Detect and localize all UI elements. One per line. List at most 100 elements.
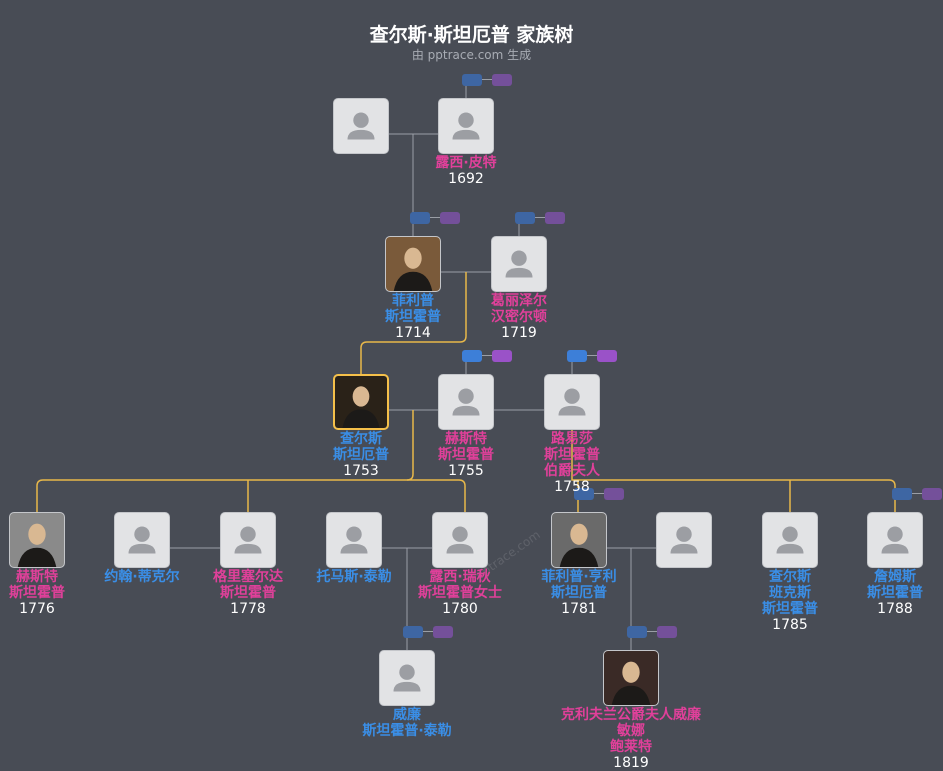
- person-photo[interactable]: [544, 374, 600, 430]
- expand-father-toggle[interactable]: [410, 212, 430, 224]
- person-name-line: 班克斯: [769, 585, 811, 601]
- person-birth-year: 1785: [772, 617, 808, 633]
- person-name-line: 菲利普: [392, 293, 434, 309]
- person-photo[interactable]: [385, 236, 441, 292]
- person-photo[interactable]: [656, 512, 712, 568]
- expand-father-toggle[interactable]: [462, 350, 482, 362]
- person-name-line: 露西·瑞秋: [429, 569, 491, 585]
- person-name-line: 詹姆斯: [874, 569, 916, 585]
- page-subtitle: 由 pptrace.com 生成: [411, 48, 532, 62]
- expand-father-toggle[interactable]: [574, 488, 594, 500]
- person-photo[interactable]: [333, 374, 389, 430]
- portrait-image: [335, 376, 387, 428]
- person-name-line: 赫斯特: [16, 569, 58, 585]
- person-name-line: 约翰·蒂克尔: [104, 569, 180, 585]
- expand-father-toggle[interactable]: [627, 626, 647, 638]
- expand-father-toggle[interactable]: [892, 488, 912, 500]
- person-name-line: 斯坦霍普: [762, 601, 818, 617]
- expand-mother-toggle[interactable]: [433, 626, 453, 638]
- person-name-line: 鲍莱特: [610, 739, 652, 755]
- person-birth-year: 1788: [877, 601, 913, 617]
- person-name: 托马斯·泰勒: [279, 569, 429, 585]
- person-placeholder-icon: [670, 526, 698, 554]
- person-name-line: 斯坦霍普: [9, 585, 65, 601]
- expand-father-toggle[interactable]: [515, 212, 535, 224]
- person-name-line: 斯坦霍普女士: [418, 585, 502, 601]
- expand-mother-toggle[interactable]: [922, 488, 942, 500]
- person-name-line: 斯坦霍普: [544, 447, 600, 463]
- portrait-image: [604, 651, 658, 705]
- person-name: 威廉斯坦霍普·泰勒: [332, 707, 482, 739]
- person-birth-year: 1819: [613, 755, 649, 771]
- person-name-line: 威廉: [393, 707, 421, 723]
- highlight-line: [36, 410, 414, 512]
- person-placeholder-icon: [347, 112, 375, 140]
- person-name-line: 斯坦霍普: [220, 585, 276, 601]
- person-photo[interactable]: [438, 98, 494, 154]
- person-photo[interactable]: [9, 512, 65, 568]
- person-photo[interactable]: [438, 374, 494, 430]
- highlight-line: [360, 272, 467, 374]
- person-birth-year: 1758: [554, 479, 590, 495]
- person-photo[interactable]: [762, 512, 818, 568]
- person-name-line: 葛丽泽尔: [491, 293, 547, 309]
- expand-father-toggle[interactable]: [403, 626, 423, 638]
- person-name-line: 克利夫兰公爵夫人威廉敏娜: [561, 707, 701, 739]
- person-placeholder-icon: [452, 112, 480, 140]
- page-title: 查尔斯·斯坦厄普 家族树: [369, 24, 574, 46]
- expand-mother-toggle[interactable]: [440, 212, 460, 224]
- person-placeholder-icon: [452, 388, 480, 416]
- person-photo[interactable]: [551, 512, 607, 568]
- expand-mother-toggle[interactable]: [597, 350, 617, 362]
- person-name-line: 路易莎: [551, 431, 593, 447]
- person-photo[interactable]: [379, 650, 435, 706]
- person-name-line: 查尔斯: [340, 431, 382, 447]
- person-name-line: 伯爵夫人: [544, 463, 600, 479]
- expand-father-toggle[interactable]: [567, 350, 587, 362]
- person-name-line: 菲利普·亨利: [541, 569, 617, 585]
- person-birth-year: 1714: [395, 325, 431, 341]
- person-birth-year: 1776: [19, 601, 55, 617]
- person-birth-year: 1781: [561, 601, 597, 617]
- person-birth-year: 1778: [230, 601, 266, 617]
- person-placeholder-icon: [776, 526, 804, 554]
- portrait-image: [10, 513, 64, 567]
- highlight-line: [407, 479, 466, 512]
- person-photo[interactable]: [491, 236, 547, 292]
- person-name-line: 斯坦霍普·泰勒: [362, 723, 452, 739]
- expand-mother-toggle[interactable]: [492, 74, 512, 86]
- person-placeholder-icon: [340, 526, 368, 554]
- person-photo[interactable]: [432, 512, 488, 568]
- expand-mother-toggle[interactable]: [545, 212, 565, 224]
- highlight-line: [571, 410, 896, 512]
- portrait-image: [552, 513, 606, 567]
- person-photo[interactable]: [333, 98, 389, 154]
- expand-father-toggle[interactable]: [462, 74, 482, 86]
- person-photo[interactable]: [867, 512, 923, 568]
- person-photo[interactable]: [603, 650, 659, 706]
- person-name-line: 斯坦霍普: [867, 585, 923, 601]
- person-placeholder-icon: [558, 388, 586, 416]
- person-placeholder-icon: [505, 250, 533, 278]
- person-photo[interactable]: [114, 512, 170, 568]
- person-birth-year: 1753: [343, 463, 379, 479]
- expand-mother-toggle[interactable]: [657, 626, 677, 638]
- person-placeholder-icon: [128, 526, 156, 554]
- expand-mother-toggle[interactable]: [604, 488, 624, 500]
- person-name: 约翰·蒂克尔: [67, 569, 217, 585]
- person-name-line: 汉密尔顿: [491, 309, 547, 325]
- person-name-line: 斯坦霍普: [438, 447, 494, 463]
- person-photo[interactable]: [220, 512, 276, 568]
- person-photo[interactable]: [326, 512, 382, 568]
- person-name-line: 托马斯·泰勒: [316, 569, 392, 585]
- person-birth-year: 1755: [448, 463, 484, 479]
- expand-mother-toggle[interactable]: [492, 350, 512, 362]
